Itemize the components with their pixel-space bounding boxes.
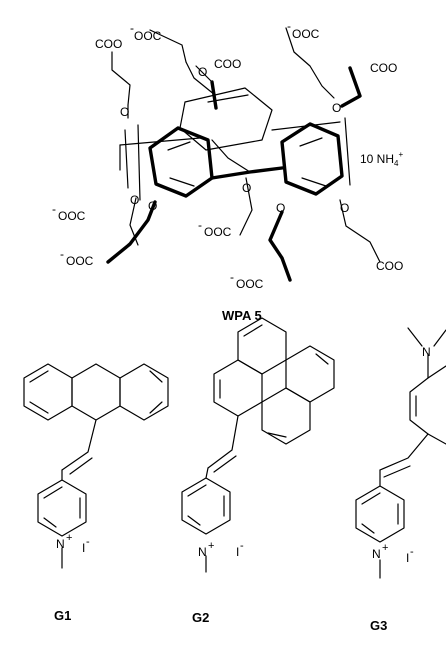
charge-label: -: [130, 21, 134, 35]
iodide-label: I: [236, 545, 239, 559]
nitrogen-label: N: [372, 547, 381, 561]
charge-label: +: [208, 540, 214, 552]
oxygen-label: O: [130, 193, 139, 207]
oxygen-label: O: [198, 65, 207, 79]
charge-label: -: [198, 218, 202, 232]
carboxylate-label: OOC: [292, 27, 320, 41]
carboxylate-label: COO: [370, 61, 397, 75]
carboxylate-label: OOC: [236, 277, 264, 291]
oxygen-label: O: [340, 201, 349, 215]
compound-name-g1: G1: [54, 608, 71, 623]
g2-structure: N + I - G2: [181, 317, 335, 625]
charge-label: +: [66, 532, 72, 544]
charge-label: -: [410, 546, 414, 558]
counterion-label: 10 NH4+: [360, 150, 403, 168]
oxygen-label: O: [242, 181, 251, 195]
charge-label: -: [230, 270, 234, 284]
carboxylate-label: OOC: [66, 254, 94, 268]
carboxylate-label: OOC: [204, 225, 232, 239]
oxygen-label: O: [120, 105, 129, 119]
charge-label: -: [52, 202, 56, 216]
charge-label: -: [240, 540, 244, 552]
g3-structure: N N + I - G3: [355, 327, 446, 633]
carboxylate-label: COO: [376, 259, 403, 273]
carboxylate-label: OOC: [58, 209, 86, 223]
oxygen-label: O: [276, 201, 285, 215]
charge-label: -: [287, 19, 291, 33]
compound-name-g2: G2: [192, 610, 209, 625]
nitrogen-label: N: [56, 537, 65, 551]
charge-label: -: [60, 247, 64, 261]
oxygen-label: O: [332, 101, 341, 115]
wpa5-host-structure: COO OOC - COO OOC - COO OOC - OOC - OOC …: [52, 19, 403, 323]
carboxylate-label: OOC: [134, 29, 162, 43]
compound-name-g3: G3: [370, 618, 387, 633]
carboxylate-label: COO: [214, 57, 241, 71]
compound-name-wpa5: WPA 5: [222, 308, 262, 323]
iodide-label: I: [82, 541, 85, 555]
dimethylamino-nitrogen-label: N: [422, 345, 431, 359]
charge-label: +: [382, 542, 388, 554]
nitrogen-label: N: [198, 545, 207, 559]
oxygen-label: O: [148, 199, 157, 213]
charge-label: -: [86, 536, 90, 548]
carboxylate-label: COO: [95, 37, 122, 51]
g1-structure: N + I - G1: [23, 363, 169, 623]
iodide-label: I: [406, 551, 409, 565]
